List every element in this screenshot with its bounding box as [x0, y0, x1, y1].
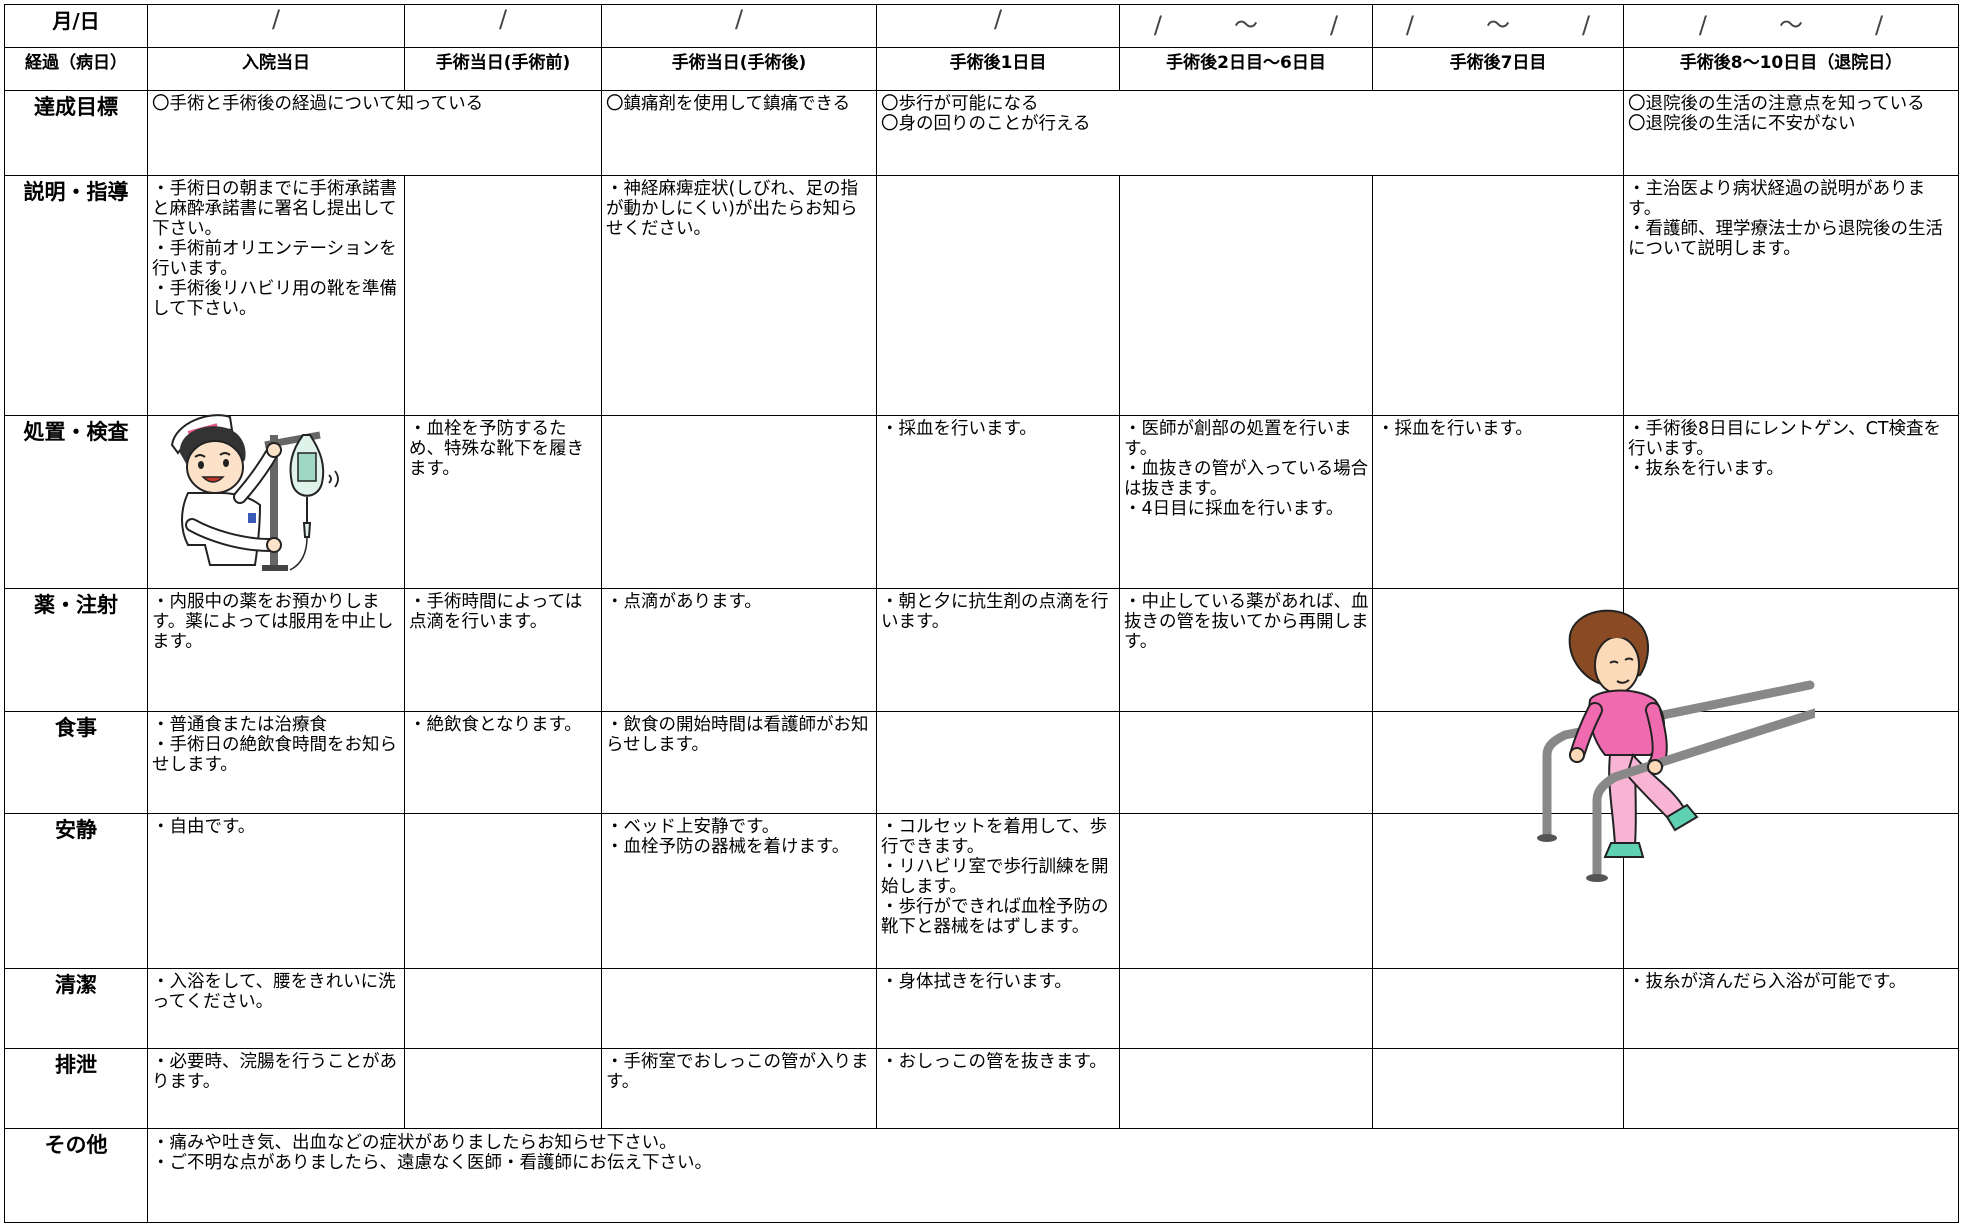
meal-cell: ・飲食の開始時間は看護師がお知らせします。 — [606, 715, 869, 755]
treatment-cell — [602, 416, 876, 419]
date-cell: / ～ / — [1119, 4, 1373, 48]
medication-cell: ・内服中の薬をお預かりします。薬によっては服用を中止します。 — [152, 592, 394, 652]
rest-cell: ・ベッド上安静です。 ・血栓予防の器械を着けます。 — [606, 817, 850, 857]
rest-row: 安静 ・自由です。 ・ベッド上安静です。 ・血栓予防の器械を着けます。 ・コルセ… — [4, 813, 1959, 969]
day-header: 手術後1日目 — [876, 47, 1120, 91]
goal-recovery: 〇歩行が可能になる 〇身の回りのことが行える — [881, 94, 1091, 134]
row-label-goal: 達成目標 — [4, 90, 148, 176]
hygiene-cell: ・入浴をして、腰をきれいに洗ってください。 — [152, 972, 396, 1012]
rehab-walking-illustration — [1537, 609, 1815, 882]
treatment-row: 処置・検査 ・血栓を予防するため、特殊な靴下を履きます。 ・採血を行います。 ・… — [4, 415, 1959, 589]
date-header: 月/日 — [4, 4, 148, 48]
medication-cell: ・中止している薬があれば、血抜きの管を抜いてから再開します。 — [1124, 592, 1369, 652]
day-header: 入院当日 — [147, 47, 405, 91]
medication-cell — [1373, 589, 1623, 592]
medication-cell: ・手術時間によっては点滴を行います。 — [409, 592, 583, 632]
explanation-cell — [1120, 176, 1372, 179]
treatment-cell: ・手術後8日目にレントゲン、CT検査を行います。 ・抜糸を行います。 — [1628, 419, 1941, 479]
other-notes: ・痛みや吐き気、出血などの症状がありましたらお知らせ下さい。 ・ご不明な点があり… — [152, 1133, 712, 1173]
hygiene-cell — [1120, 969, 1372, 972]
goal-admission: 〇手術と手術後の経過について知っている — [152, 94, 484, 114]
hygiene-cell: ・身体拭きを行います。 — [881, 972, 1072, 992]
excretion-cell: ・必要時、浣腸を行うことがあります。 — [152, 1052, 397, 1092]
hygiene-cell — [1373, 969, 1623, 972]
explanation-cell: ・主治医より病状経過の説明があります。 ・看護師、理学療法士から退院後の生活につ… — [1628, 179, 1943, 259]
date-cell: / ～ / — [1623, 4, 1959, 48]
treatment-cell: ・採血を行います。 — [1377, 419, 1533, 439]
rest-cell — [1120, 814, 1372, 817]
explanation-cell — [405, 176, 601, 179]
goal-row: 達成目標 〇手術と手術後の経過について知っている 〇鎮痛剤を使用して鎮痛できる … — [4, 90, 1959, 176]
progress-header: 経過（病日） — [4, 47, 148, 91]
hygiene-row: 清潔 ・入浴をして、腰をきれいに洗ってください。 ・身体拭きを行います。 ・抜糸… — [4, 968, 1959, 1049]
row-label-medication: 薬・注射 — [4, 588, 148, 712]
goal-post-op: 〇鎮痛剤を使用して鎮痛できる — [606, 94, 851, 114]
rest-cell: ・自由です。 — [152, 817, 256, 837]
other-row: その他 ・痛みや吐き気、出血などの症状がありましたらお知らせ下さい。 ・ご不明な… — [4, 1128, 1959, 1223]
row-label-explanation: 説明・指導 — [4, 175, 148, 416]
hygiene-cell — [405, 969, 601, 972]
excretion-cell: ・おしっこの管を抜きます。 — [881, 1052, 1107, 1072]
excretion-cell — [1373, 1049, 1623, 1052]
treatment-cell: ・採血を行います。 — [881, 419, 1037, 439]
hygiene-cell: ・抜糸が済んだら入浴が可能です。 — [1628, 972, 1907, 992]
date-cell: / — [876, 4, 1120, 48]
day-header: 手術後8～10日目（退院日） — [1623, 47, 1959, 91]
treatment-cell: ・医師が創部の処置を行います。 ・血抜きの管が入っている場合は抜きます。 ・4日… — [1124, 419, 1369, 519]
date-cell: / — [147, 4, 405, 48]
nurse-iv-illustration — [170, 414, 339, 571]
excretion-row: 排泄 ・必要時、浣腸を行うことがあります。 ・手術室でおしっこの管が入ります。 … — [4, 1048, 1959, 1129]
excretion-cell: ・手術室でおしっこの管が入ります。 — [606, 1052, 869, 1092]
meal-cell: ・普通食または治療食 ・手術日の絶飲食時間をお知らせします。 — [152, 715, 397, 775]
medication-cell: ・朝と夕に抗生剤の点滴を行います。 — [881, 592, 1109, 632]
date-cell: / — [404, 4, 602, 48]
goal-discharge: 〇退院後の生活の注意点を知っている 〇退院後の生活に不安がない — [1628, 94, 1925, 134]
hygiene-cell — [602, 969, 876, 972]
row-label-meal: 食事 — [4, 711, 148, 814]
meal-cell: ・絶飲食となります。 — [409, 715, 582, 735]
date-row: 月/日 / / / / / ～ / / ～ / / ～ / — [4, 4, 1959, 48]
treatment-cell: ・血栓を予防するため、特殊な靴下を履きます。 — [409, 419, 584, 479]
clinical-path-table: 月/日 / / / / / ～ / / ～ / / ～ / 経過（病日） 入院当… — [4, 4, 1959, 1223]
date-cell: / — [601, 4, 877, 48]
day-header: 手術当日(手術後) — [601, 47, 877, 91]
day-header: 手術当日(手術前) — [404, 47, 602, 91]
row-label-hygiene: 清潔 — [4, 968, 148, 1049]
excretion-cell — [405, 1049, 601, 1052]
date-cell: / ～ / — [1372, 4, 1624, 48]
meal-row: 食事 ・普通食または治療食 ・手術日の絶飲食時間をお知らせします。 ・絶飲食とな… — [4, 711, 1959, 814]
excretion-cell — [1120, 1049, 1372, 1052]
excretion-cell — [1624, 1049, 1958, 1052]
meal-cell — [1120, 712, 1372, 715]
row-label-excretion: 排泄 — [4, 1048, 148, 1129]
progress-row: 経過（病日） 入院当日 手術当日(手術前) 手術当日(手術後) 手術後1日目 手… — [4, 47, 1959, 91]
rest-cell — [405, 814, 601, 817]
row-label-rest: 安静 — [4, 813, 148, 969]
explanation-cell: ・神経麻痺症状(しびれ、足の指が動かしにくい)が出たらお知らせください。 — [606, 179, 859, 239]
medication-cell — [1624, 589, 1958, 592]
explanation-cell — [1373, 176, 1623, 179]
day-header: 手術後2日目～6日目 — [1119, 47, 1373, 91]
day-header: 手術後7日目 — [1372, 47, 1624, 91]
medication-row: 薬・注射 ・内服中の薬をお預かりします。薬によっては服用を中止します。 ・手術時… — [4, 588, 1959, 712]
meal-cell — [877, 712, 1119, 715]
row-label-other: その他 — [4, 1128, 148, 1223]
rest-cell: ・コルセットを着用して、歩行できます。 ・リハビリ室で歩行訓練を開始します。 ・… — [881, 817, 1109, 937]
row-label-treatment: 処置・検査 — [4, 415, 148, 589]
medication-cell: ・点滴があります。 — [606, 592, 762, 612]
explanation-cell: ・手術日の朝までに手術承諾書と麻酔承諾書に署名し提出して下さい。 ・手術前オリエ… — [152, 179, 397, 319]
explanation-cell — [877, 176, 1119, 179]
explanation-row: 説明・指導 ・手術日の朝までに手術承諾書と麻酔承諾書に署名し提出して下さい。 ・… — [4, 175, 1959, 416]
